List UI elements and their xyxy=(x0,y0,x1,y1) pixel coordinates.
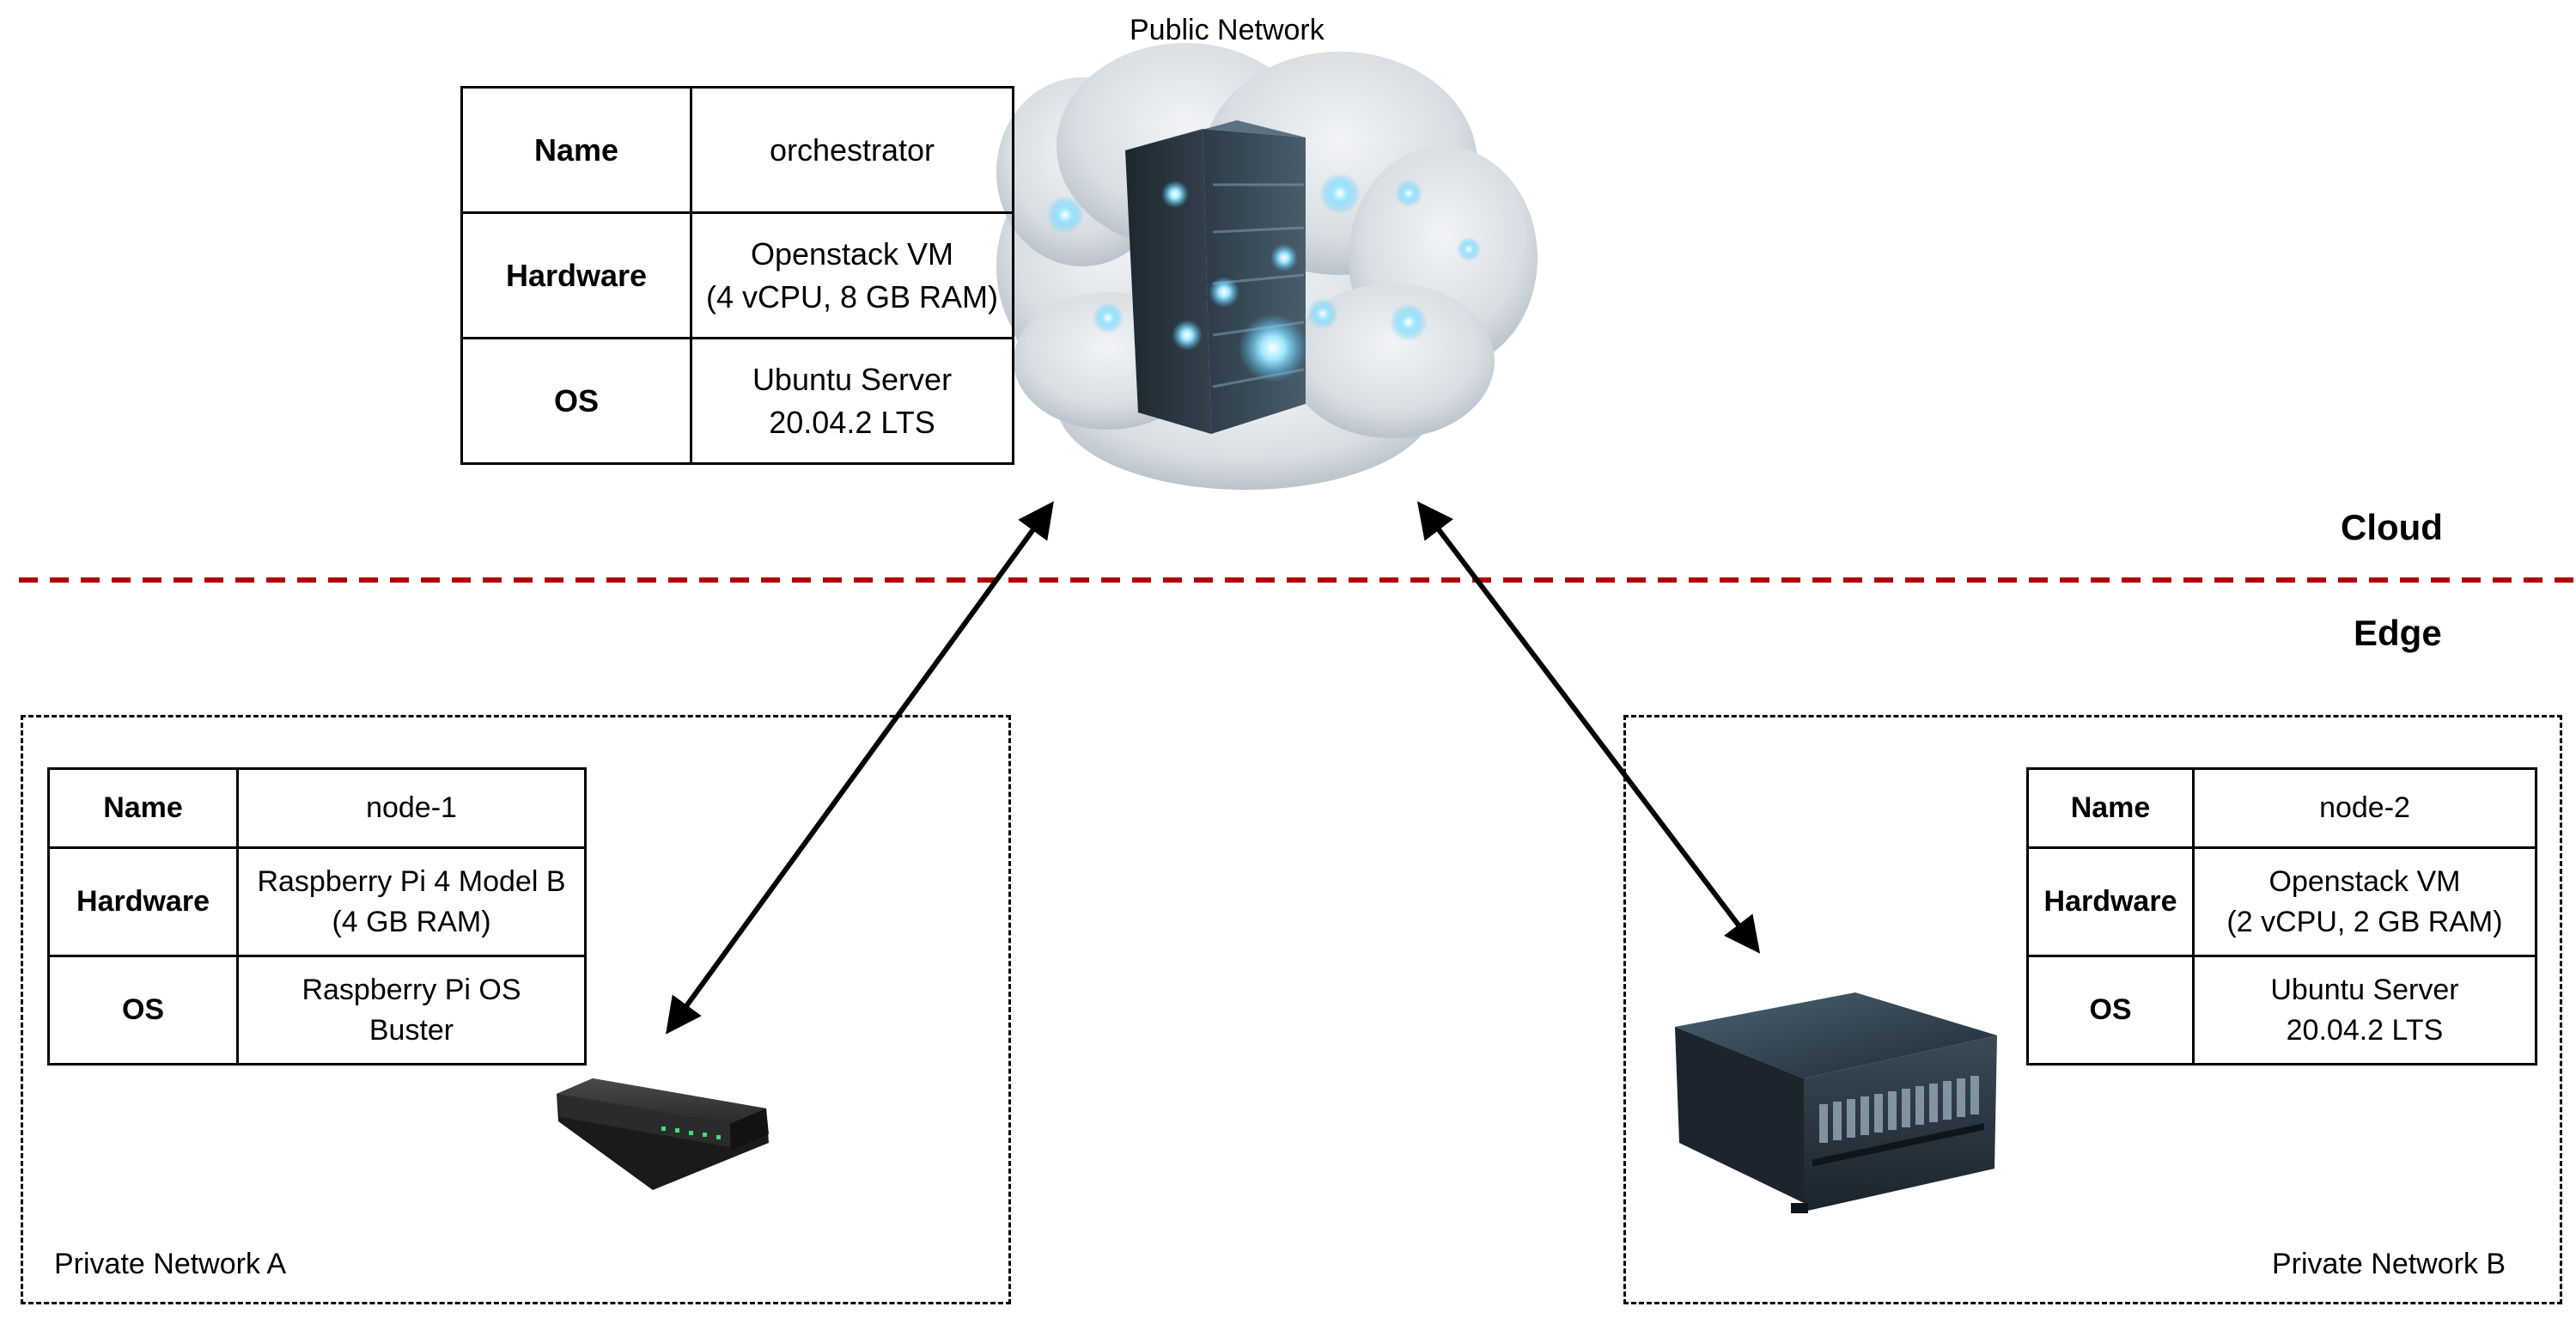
node-2-os-value: Ubuntu Server 20.04.2 LTS xyxy=(2192,955,2537,1065)
table-row: Name node-1 xyxy=(47,767,587,849)
private-network-b-label: Private Network B xyxy=(2272,1248,2506,1280)
table-row: Hardware Openstack VM (4 vCPU, 8 GB RAM) xyxy=(460,211,1014,339)
table-row: Name orchestrator xyxy=(460,86,1014,214)
node-2-name-value: node-2 xyxy=(2192,767,2537,849)
table-row: Name node-2 xyxy=(2026,767,2537,849)
node-1-name-value: node-1 xyxy=(236,767,587,849)
table-row: OS Raspberry Pi OS Buster xyxy=(47,955,587,1065)
table-row: OS Ubuntu Server 20.04.2 LTS xyxy=(2026,955,2537,1065)
node-1-name-key: Name xyxy=(47,767,239,849)
node-2-name-key: Name xyxy=(2026,767,2195,849)
orchestrator-name-key: Name xyxy=(460,86,692,214)
cloud-zone-label: Cloud xyxy=(2341,507,2443,547)
orchestrator-hardware-key: Hardware xyxy=(460,211,692,339)
table-row: OS Ubuntu Server 20.04.2 LTS xyxy=(460,337,1014,465)
orchestrator-os-key: OS xyxy=(460,337,692,465)
node-2-hardware-key: Hardware xyxy=(2026,846,2195,957)
node-2-os-key: OS xyxy=(2026,955,2195,1065)
orchestrator-spec-table: Name orchestrator Hardware Openstack VM … xyxy=(460,86,1014,465)
node-2-spec-table: Name node-2 Hardware Openstack VM (2 vCP… xyxy=(2026,767,2537,1065)
private-network-a-box xyxy=(21,715,1011,1304)
table-row: Hardware Raspberry Pi 4 Model B (4 GB RA… xyxy=(47,846,587,957)
private-network-a-label: Private Network A xyxy=(54,1248,287,1280)
node-1-spec-table: Name node-1 Hardware Raspberry Pi 4 Mode… xyxy=(47,767,587,1065)
private-network-b-box xyxy=(1623,715,2562,1304)
node-1-hardware-key: Hardware xyxy=(47,846,239,957)
table-row: Hardware Openstack VM (2 vCPU, 2 GB RAM) xyxy=(2026,846,2537,957)
node-1-os-key: OS xyxy=(47,955,239,1065)
edge-zone-label: Edge xyxy=(2354,613,2442,653)
node-1-os-value: Raspberry Pi OS Buster xyxy=(236,955,587,1065)
orchestrator-os-value: Ubuntu Server 20.04.2 LTS xyxy=(690,337,1014,465)
orchestrator-name-value: orchestrator xyxy=(690,86,1014,214)
public-network-label: Public Network xyxy=(1130,14,1325,46)
node-1-hardware-value: Raspberry Pi 4 Model B (4 GB RAM) xyxy=(236,846,587,957)
node-2-hardware-value: Openstack VM (2 vCPU, 2 GB RAM) xyxy=(2192,846,2537,957)
orchestrator-hardware-value: Openstack VM (4 vCPU, 8 GB RAM) xyxy=(690,211,1014,339)
cloud-server-icon xyxy=(996,43,1538,490)
